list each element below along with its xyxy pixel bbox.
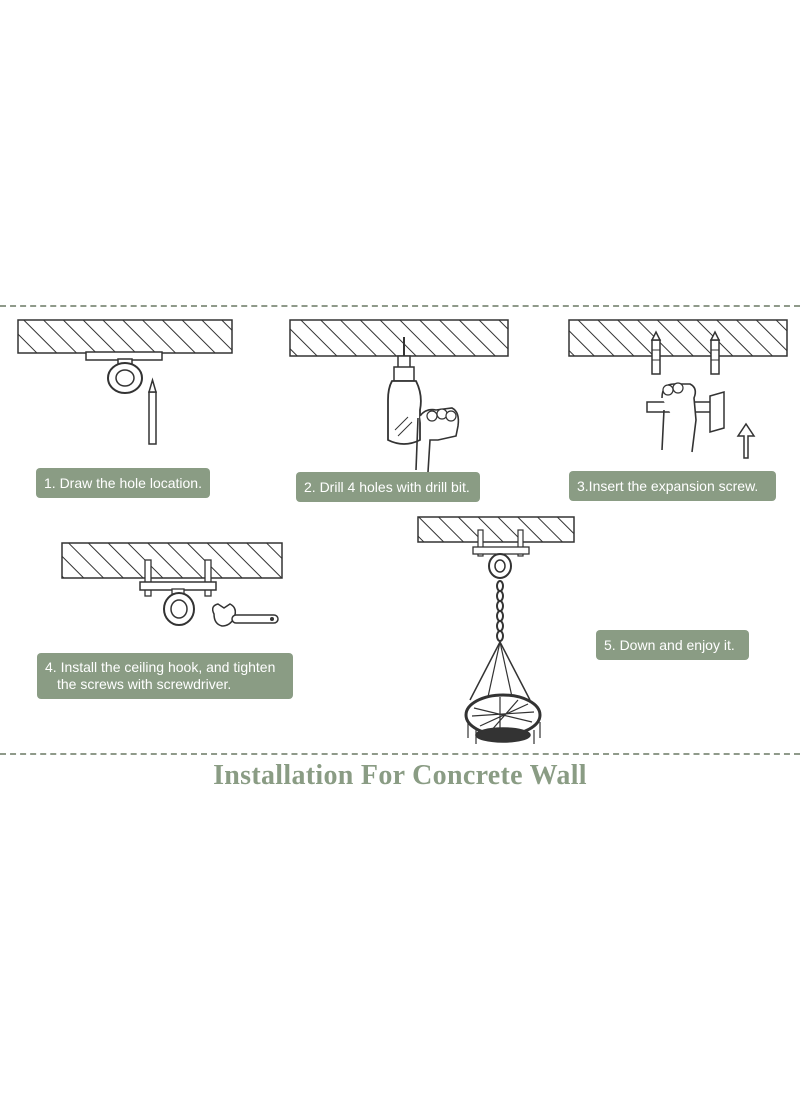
step4-illustration	[61, 542, 283, 627]
expansion-screw-icon	[650, 330, 662, 375]
chain-icon	[496, 580, 504, 642]
pencil-icon	[148, 377, 157, 445]
ceiling-hatch	[568, 319, 788, 357]
step1-label: 1. Draw the hole location.	[36, 468, 210, 498]
drill-icon	[387, 337, 422, 445]
top-dashed-divider	[0, 305, 800, 307]
step5-label: 5. Down and enjoy it.	[596, 630, 749, 660]
step4-label: 4. Install the ceiling hook, and tighten…	[37, 653, 293, 699]
wrench-icon	[211, 603, 279, 627]
step5-illustration	[417, 516, 575, 744]
step1-illustration	[17, 319, 233, 445]
page-title: Installation For Concrete Wall	[213, 760, 587, 791]
step2-illustration	[289, 319, 509, 473]
ceiling-hatch	[417, 516, 575, 543]
arrow-up-icon	[736, 422, 756, 459]
step3-illustration	[568, 319, 788, 459]
ceiling-hatch	[61, 542, 283, 579]
bottom-dashed-divider	[0, 753, 800, 755]
hand-icon	[661, 382, 697, 453]
expansion-screw-icon	[709, 330, 721, 375]
ceiling-hatch	[17, 319, 233, 354]
hand-icon	[415, 407, 460, 473]
step3-label: 3.Insert the expansion screw.	[569, 471, 776, 501]
ceiling-hatch	[289, 319, 509, 357]
step2-label: 2. Drill 4 holes with drill bit.	[296, 472, 480, 502]
hanging-chair-icon	[464, 641, 542, 744]
